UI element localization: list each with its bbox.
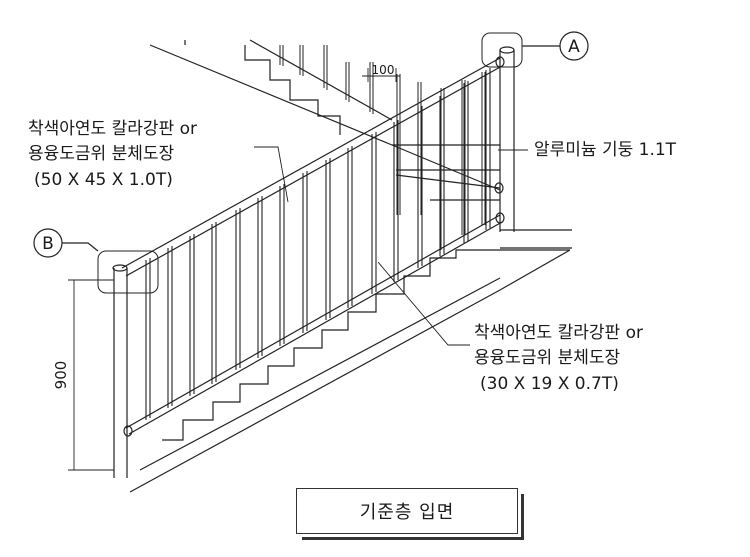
callout-a [481,31,589,68]
callout-b-label: B [42,234,54,254]
title-box: 기준층 입면 [296,488,518,534]
drawing-title: 기준층 입면 [359,502,455,523]
top-rail-note-line1: 착색아연도 칼라강판 or [28,119,197,139]
baluster-spacing-dimension [362,68,400,82]
top-rail-note-line3: (50 X 45 X 1.0T) [34,170,173,190]
upper-flight-underside [149,44,501,191]
lower-stair-profile [129,249,571,493]
rail-height-dimension [68,279,114,471]
baluster-note-line2: 용융도금위 분체도장 [474,348,621,368]
mid-rail-right [395,174,504,194]
main-balusters [145,68,491,420]
stair-underside-inner [139,277,501,471]
landing-edge [392,144,572,249]
rail-height-label: 900 [52,361,70,390]
right-post [499,46,515,232]
top-rail-note-line2: 용융도금위 분체도장 [28,144,175,164]
callout-a-label: A [568,37,580,57]
bottom-rail [123,212,505,437]
left-post [112,264,128,478]
leader-top-rail [254,146,289,203]
top-handrail [121,56,505,277]
baluster-spacing-label: 100 [372,63,395,77]
callout-b [33,228,159,294]
upper-flight-top-edge [249,39,393,121]
post-note: 알루미늄 기둥 1.1T [534,140,677,160]
baluster-note-line3: (30 X 19 X 0.7T) [480,374,619,394]
upper-stair-treads [184,40,341,135]
leader-baluster [377,261,470,346]
title-box-shadow [302,494,524,540]
baluster-note-line1: 착색아연도 칼라강판 or [474,323,643,343]
